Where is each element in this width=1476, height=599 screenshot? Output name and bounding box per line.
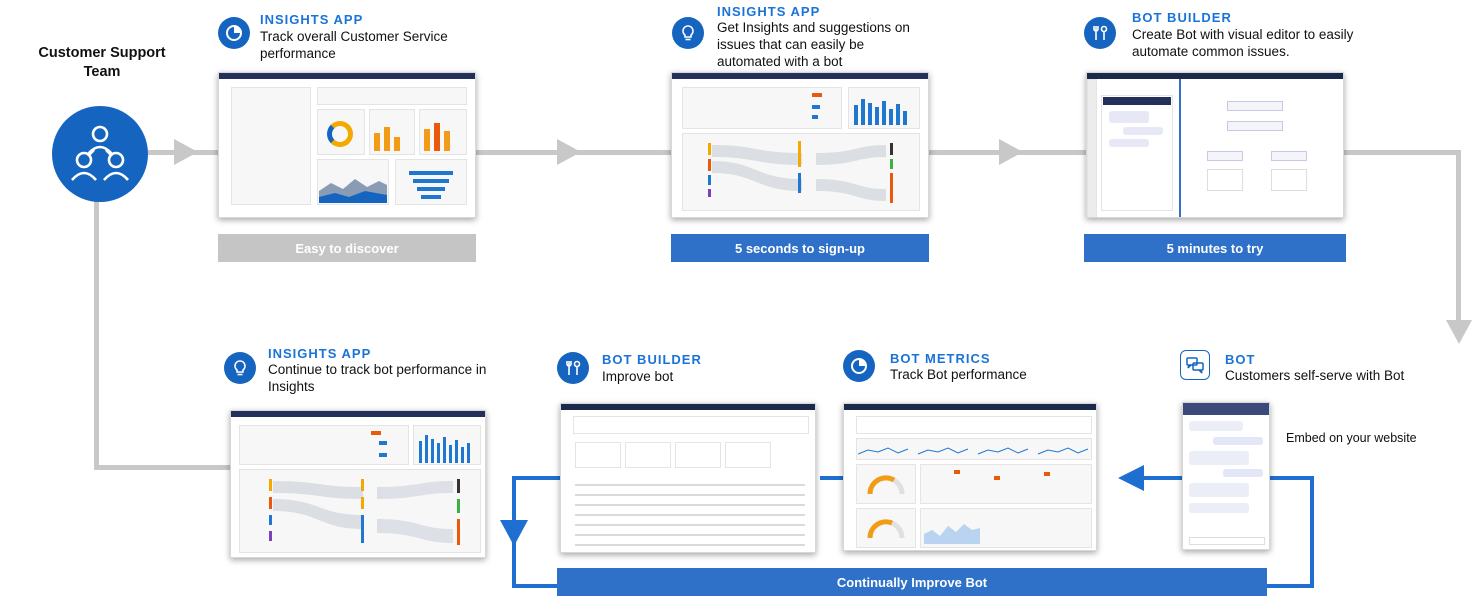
step-3-tag: 5 minutes to try [1084,234,1346,262]
step-1-desc: Track overall Customer Service performan… [260,29,448,61]
screenshot-insights-suggestions [671,72,929,218]
arrow-head-4 [1446,320,1472,344]
people-icon [52,106,148,202]
team-title: Customer Support Team [38,45,166,80]
step-1-tag: Easy to discover [218,234,476,262]
loop-label: Continually Improve Bot [557,568,1267,596]
pie-chart-icon [843,350,875,382]
connector-right-down [1456,150,1461,325]
step-1-kicker: INSIGHTS APP [260,12,364,27]
loop-arrow-left [1118,465,1144,491]
pie-chart-icon [218,17,250,49]
connector-bottom [94,465,234,470]
step-4-kicker: BOT [1225,352,1256,367]
step-6-desc: Improve bot [602,369,674,384]
loop-top-mid [820,476,844,480]
screenshot-insights-kpi [218,72,476,218]
step-3-kicker: BOT BUILDER [1132,10,1232,25]
connector-team-down [94,200,99,470]
screenshot-bot-metrics [843,403,1097,551]
lightbulb-icon [672,17,704,49]
step-5-kicker: BOT METRICS [890,351,991,366]
loop-right-vert [1310,476,1314,588]
step-4-desc: Customers self-serve with Bot [1225,368,1405,383]
connector-top-right-cap [1340,150,1461,155]
step-6-kicker: BOT BUILDER [602,352,702,367]
screenshot-bot-builder-topics [560,403,816,553]
arrow-head-2 [557,139,581,165]
step-3-desc: Create Bot with visual editor to easily … [1132,27,1354,59]
tools-icon [1084,17,1116,49]
arrow-head-3 [999,139,1023,165]
step-5-desc: Track Bot performance [890,367,1027,382]
screenshot-insights-bot [230,410,486,558]
arrow-head-1 [174,139,198,165]
chat-bubbles-icon [1180,350,1210,380]
step-2-desc: Get Insights and suggestions on issues t… [717,20,910,69]
tools-icon [557,352,589,384]
screenshot-bot-builder-editor [1086,72,1344,218]
step-2-kicker: INSIGHTS APP [717,4,821,19]
step-7-desc: Continue to track bot performance in Ins… [268,362,487,394]
screenshot-bot-chat [1182,402,1270,550]
loop-top-left [512,476,560,480]
embed-note: Embed on your website [1286,431,1417,445]
step-2-tag: 5 seconds to sign-up [671,234,929,262]
step-7-kicker: INSIGHTS APP [268,346,372,361]
lightbulb-icon [224,352,256,384]
loop-arrow-down [500,520,528,546]
